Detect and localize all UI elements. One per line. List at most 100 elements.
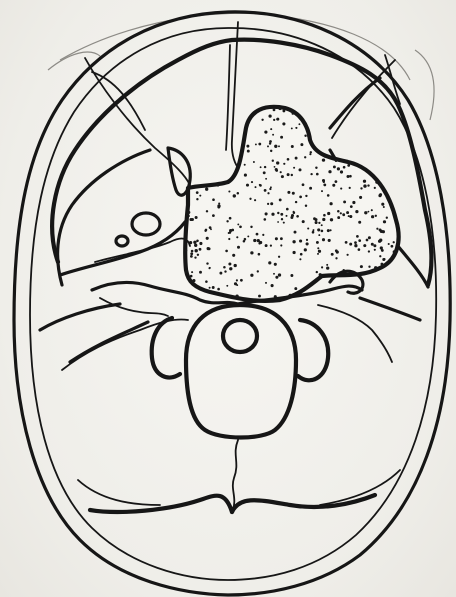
stipple-dot <box>209 287 211 289</box>
stipple-dot <box>373 244 376 247</box>
stipple-dot <box>195 216 198 219</box>
stipple-dot <box>274 263 277 266</box>
stipple-dot <box>326 264 328 266</box>
stipple-dot <box>259 184 261 186</box>
stipple-dot <box>255 186 257 188</box>
stipple-dot <box>292 192 295 195</box>
stipple-dot <box>237 246 240 249</box>
stipple-dot <box>307 135 309 137</box>
stipple-dot <box>322 179 325 182</box>
stipple-dot <box>282 122 285 125</box>
stipple-dot <box>330 218 333 221</box>
stipple-dot <box>206 210 208 212</box>
stipple-dot <box>295 201 297 203</box>
stipple-dot <box>343 200 346 203</box>
stipple-dot <box>269 140 272 143</box>
stipple-dot <box>277 212 279 214</box>
stipple-dot <box>358 239 361 242</box>
stipple-dot <box>381 203 384 206</box>
stipple-dot <box>347 175 350 178</box>
stipple-dot <box>270 150 272 152</box>
stipple-dot <box>315 218 318 221</box>
stipple-dot <box>349 243 352 246</box>
stipple-dot <box>247 150 250 153</box>
stipple-dot <box>236 236 238 238</box>
stipple-dot <box>217 206 220 209</box>
stipple-dot <box>271 284 274 287</box>
stipple-dot <box>190 275 193 278</box>
stipple-dot <box>374 187 376 189</box>
stipple-dot <box>275 276 278 279</box>
stipple-dot <box>246 184 249 187</box>
right-occipital-condyle <box>298 320 328 380</box>
stipple-dot <box>312 230 314 232</box>
stipple-dot <box>318 222 320 224</box>
stipple-dot <box>260 166 262 168</box>
stipple-dot <box>295 127 297 129</box>
stipple-dot <box>269 188 271 190</box>
stipple-dot <box>337 167 340 170</box>
stipple-dot <box>368 236 371 239</box>
stipple-dot <box>258 295 261 298</box>
stipple-dot <box>280 171 282 173</box>
stipple-dot <box>302 220 305 223</box>
stipple-dot <box>236 284 238 286</box>
stipple-dot <box>212 198 215 201</box>
stipple-dot <box>327 194 330 197</box>
stipple-dot <box>356 235 359 238</box>
left-transverse-groove <box>78 480 160 505</box>
stipple-dot <box>322 238 325 241</box>
left-occipital-groove <box>62 319 188 370</box>
stipple-dot <box>190 252 193 255</box>
faint-sketch-lines <box>48 13 434 120</box>
stipple-dot <box>340 188 342 190</box>
stipple-dot <box>255 143 257 145</box>
stipple-dot <box>321 224 323 226</box>
stipple-dot <box>309 187 312 190</box>
stipple-dot <box>315 166 317 168</box>
stipple-dot <box>194 244 197 247</box>
stipple-dot <box>337 216 340 219</box>
stipple-dot <box>323 214 326 217</box>
stipple-dot <box>226 285 228 287</box>
stipple-dot <box>212 214 215 217</box>
stipple-dot <box>279 198 282 201</box>
stipple-dot <box>332 184 335 187</box>
stipple-dot <box>225 250 228 253</box>
stipple-dot <box>358 221 361 224</box>
right-sphenoid-ridge <box>330 78 380 128</box>
stipple-dot <box>335 257 337 259</box>
stipple-dot <box>185 249 187 251</box>
stipple-dot <box>228 190 230 192</box>
stipple-dot <box>327 229 330 232</box>
stipple-dot <box>316 278 318 280</box>
stipple-dot <box>205 280 208 283</box>
stipple-dot <box>287 173 290 176</box>
stipple-dot <box>265 244 268 247</box>
stipple-dot <box>273 273 275 275</box>
stipple-dot <box>304 156 306 158</box>
stipple-dot <box>272 134 274 136</box>
stipple-dot <box>240 279 243 282</box>
stipple-dot <box>294 287 297 290</box>
stipple-dot <box>268 114 271 117</box>
stipple-dot <box>379 183 382 186</box>
stipple-dot <box>277 221 279 223</box>
stipple-dot <box>199 271 202 274</box>
stipple-dot <box>258 143 261 146</box>
stipple-dot <box>247 235 249 237</box>
stipple-dot <box>363 184 366 187</box>
stipple-dot <box>228 262 231 265</box>
stipple-dot <box>378 240 381 243</box>
midline-crista-line-2 <box>226 45 230 150</box>
stipple-dot <box>253 239 256 242</box>
stipple-dot <box>304 134 306 136</box>
stipple-dot <box>383 206 385 208</box>
stipple-dot <box>253 161 255 163</box>
stipple-dot <box>290 216 293 219</box>
stipple-dot <box>304 248 307 251</box>
stipple-dot <box>368 211 370 213</box>
stipple-dot <box>347 164 350 167</box>
stipple-dot <box>349 215 352 218</box>
